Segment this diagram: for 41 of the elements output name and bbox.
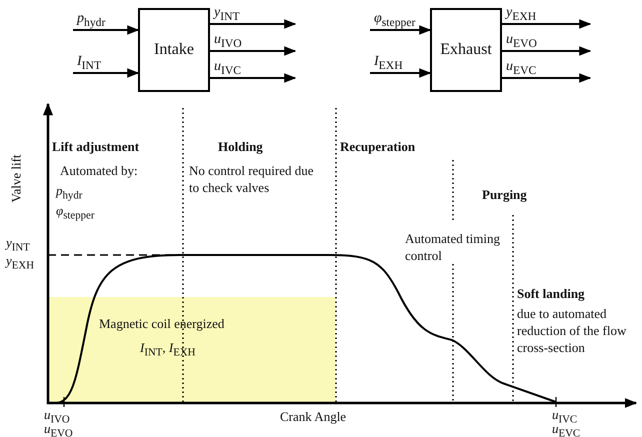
tick-label: u$_{IVO}$ [44, 406, 70, 427]
arrow [210, 46, 296, 56]
arrow [210, 19, 296, 29]
signal-label: p$_{hydr}$ [77, 10, 106, 31]
arrow [210, 73, 296, 83]
arrow [73, 25, 140, 35]
phase-heading: Soft landing [517, 285, 585, 302]
signal-label: u$_{EVO}$ [506, 31, 537, 52]
signal-label: p$_{hydr}$ [56, 182, 82, 204]
signal-label: u$_{IVO}$ [214, 31, 242, 52]
signal-label: φ$_{stepper}$ [374, 10, 416, 31]
phase-note: Automated timing control [405, 230, 501, 264]
signal-label: φ$_{stepper}$ [56, 202, 94, 224]
axis-title: Crank Angle [280, 408, 346, 425]
arrow [370, 25, 432, 35]
energized-region [49, 297, 335, 402]
arrow [502, 19, 592, 29]
signal-label: y$_{INT}$ [214, 4, 240, 25]
phase-note: No control required due to check valves [189, 162, 315, 196]
arrow [502, 46, 592, 56]
block-label: Intake [154, 41, 194, 59]
phase-heading: Purging [482, 186, 527, 203]
block-label: Exhaust [440, 41, 492, 59]
phase-heading: Holding [218, 138, 263, 155]
signal-label: y$_{EXH}$ [506, 4, 536, 25]
signal-label: u$_{EVC}$ [506, 58, 536, 79]
process-block [138, 8, 210, 92]
region-label: I$_{INT}$, I$_{EXH}$ [140, 339, 196, 361]
phase-heading: Recuperation [340, 138, 416, 155]
phase-heading: Lift adjustment [52, 138, 140, 155]
phase-note: Automated by: [60, 162, 138, 179]
arrow [502, 73, 592, 83]
region-label: Magnetic coil energized [99, 315, 224, 332]
signal-label: I$_{INT}$ [77, 53, 102, 74]
arrow [73, 68, 140, 78]
phase-note: due to automated reduction of the flow cross-section [517, 305, 628, 356]
axis-title: Valve lift [8, 154, 24, 202]
signal-label: u$_{IVC}$ [214, 58, 242, 79]
signal-label: I$_{EXH}$ [374, 53, 403, 74]
process-block [430, 8, 502, 92]
arrow [370, 68, 432, 78]
